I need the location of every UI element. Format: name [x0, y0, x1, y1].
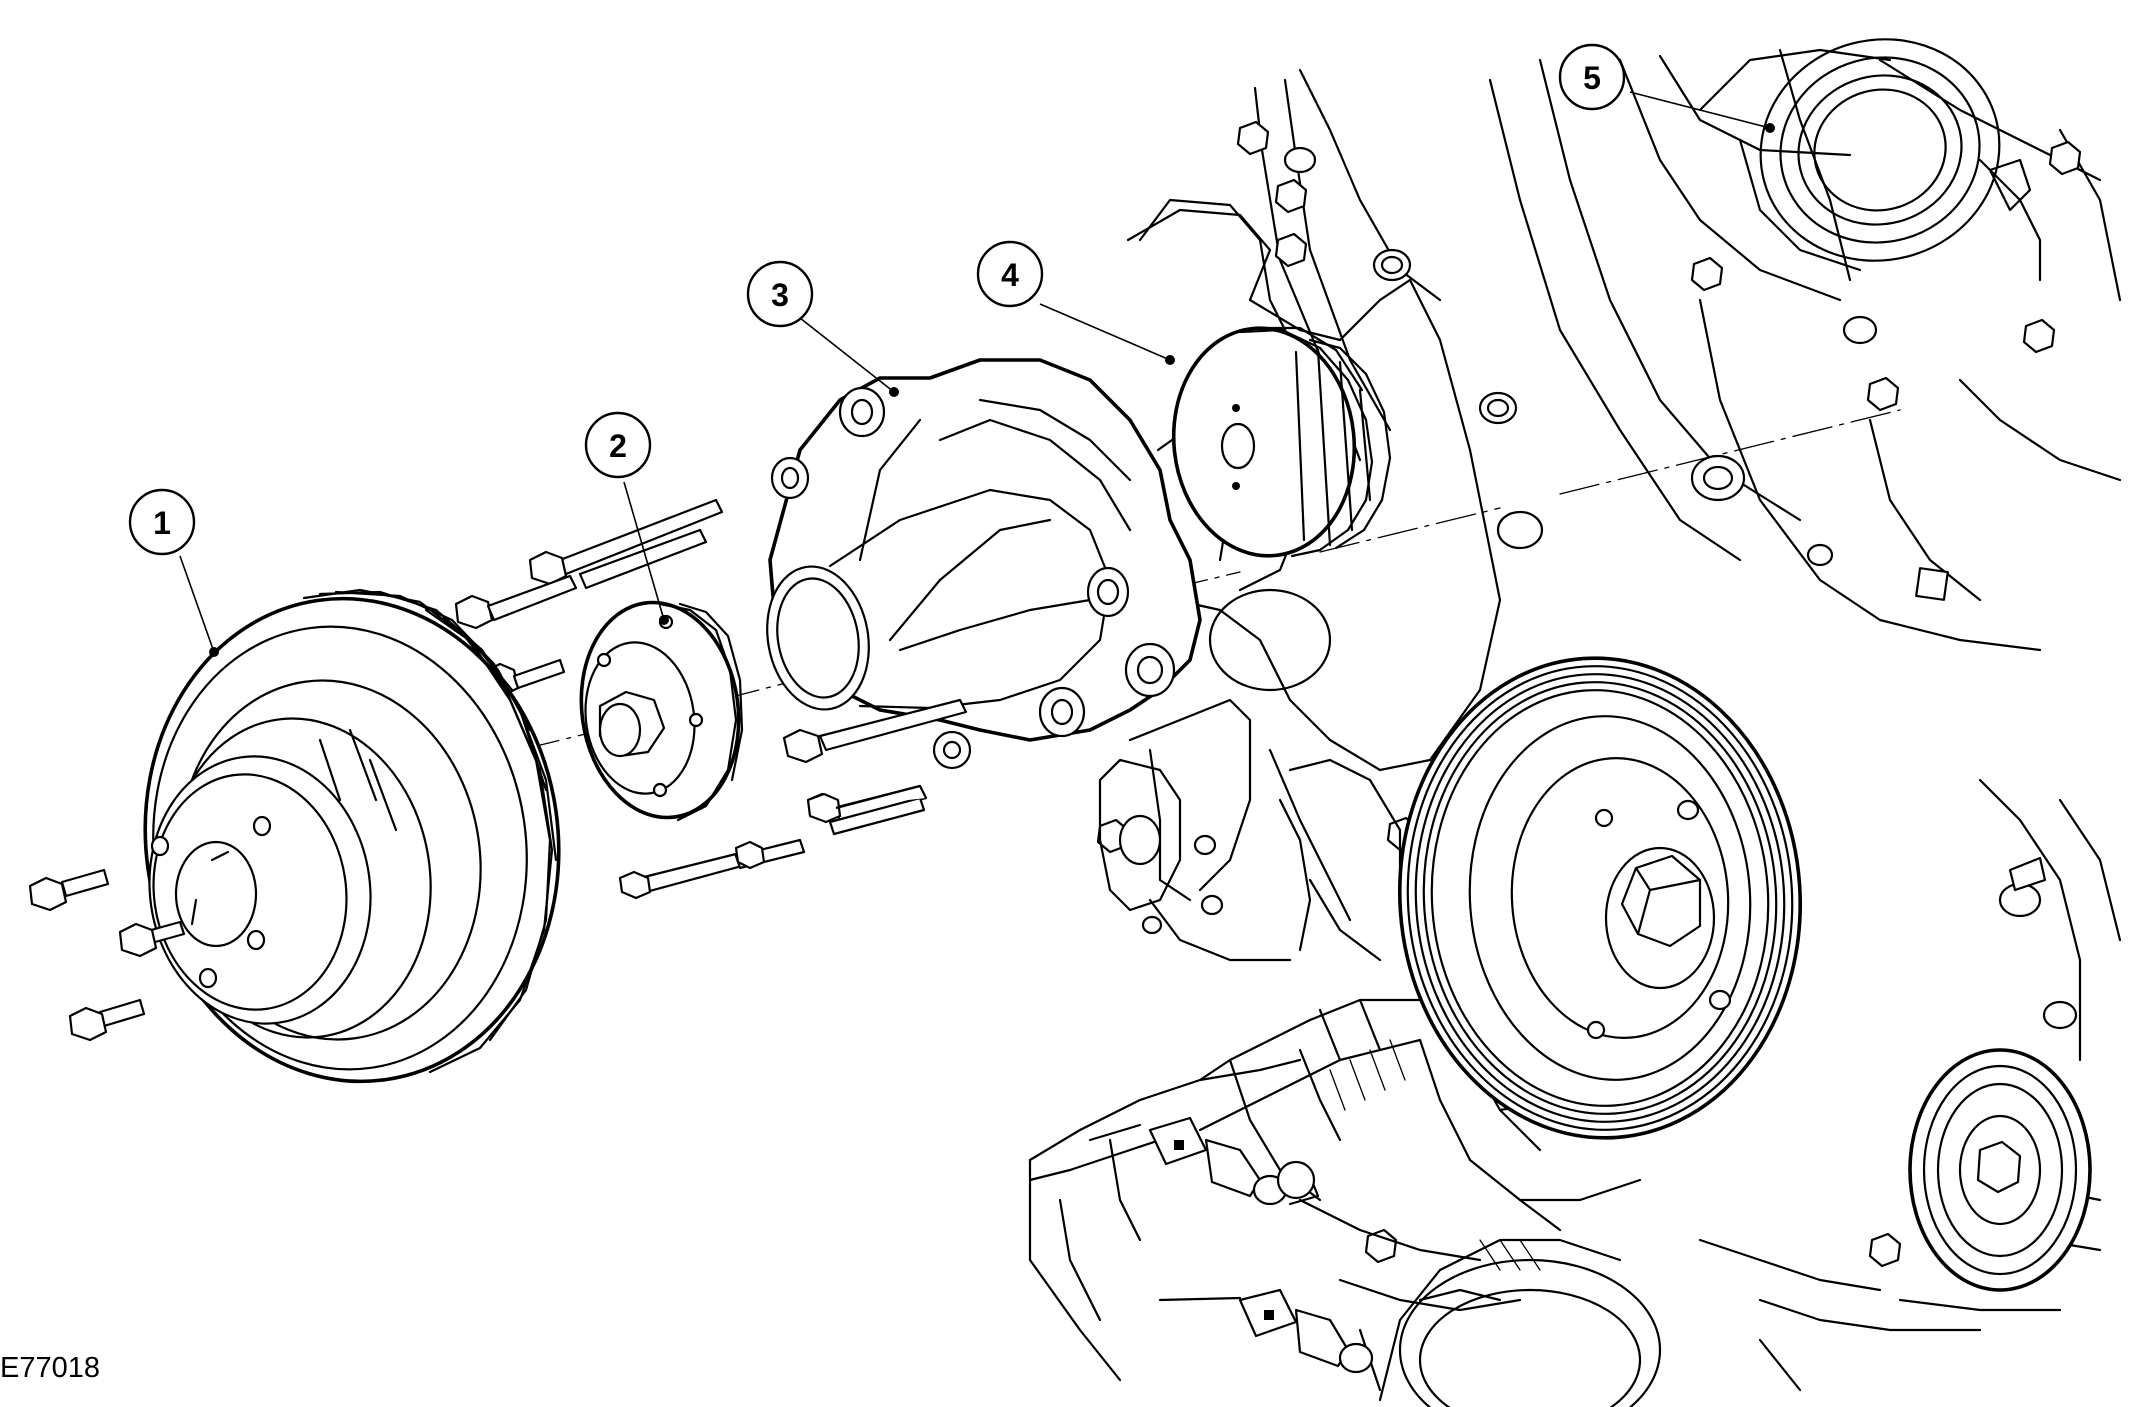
lower-accessory-housing — [1378, 1238, 1662, 1407]
callout-5: 5 — [1558, 43, 1626, 111]
callout-4-label: 4 — [1001, 257, 1019, 293]
pulley-bolts — [28, 868, 186, 1042]
water-pump-pulley — [143, 588, 561, 1084]
lower-engine-frame — [1028, 778, 2122, 1392]
idler-pulley — [1908, 1048, 2092, 1292]
cover-bolt-bosses — [1283, 146, 2078, 1030]
callout-leaders — [179, 91, 1775, 657]
callout-3: 3 — [746, 260, 814, 328]
engine-front-cover — [1028, 38, 2122, 1407]
callout-1: 1 — [128, 488, 196, 556]
callout-3-label: 3 — [771, 277, 789, 313]
water-pump-bolts — [618, 698, 968, 900]
callout-4: 4 — [976, 240, 1044, 308]
water-pump-impeller-gasket — [1171, 326, 1392, 558]
callout-2-label: 2 — [609, 428, 627, 464]
sensor-connectors — [1088, 1116, 1374, 1374]
cover-mounting-bolts — [1096, 120, 2082, 1268]
figure-id: E77018 — [0, 1352, 100, 1384]
crankshaft-rear-seal-housing — [1698, 38, 2042, 282]
callout-2: 2 — [584, 411, 652, 479]
water-pump — [766, 358, 1202, 770]
crankshaft-pulley — [1397, 656, 1803, 1140]
pulley-hub-flange — [579, 600, 744, 822]
pulley-hub-bolts — [454, 498, 724, 698]
callout-5-label: 5 — [1583, 60, 1601, 96]
callout-1-label: 1 — [153, 505, 171, 541]
